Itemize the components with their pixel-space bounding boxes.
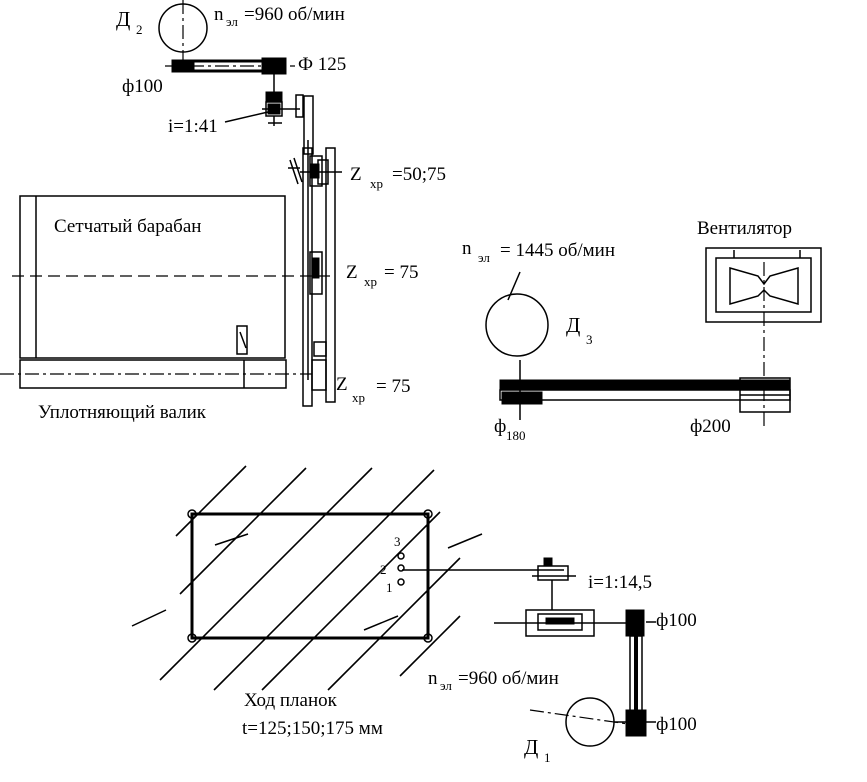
- motor-d2-speed-value: =960 об/мин: [244, 4, 345, 25]
- chain-1-value: =50;75: [392, 164, 446, 185]
- belt-drive-d1: ф100 ф100: [626, 610, 697, 736]
- chain-2-sub: хр: [364, 274, 377, 289]
- motor-d3-assembly: n эл = 1445 об/мин Д 3: [462, 238, 615, 356]
- motor-d1-speed: n: [428, 668, 438, 689]
- motor-d1-assembly: n эл =960 об/мин Д 1: [428, 668, 628, 765]
- compacting-roller: Уплотняющий валик: [0, 360, 312, 423]
- frame-number-2: 2: [380, 562, 387, 577]
- motor-d2-label-sub: 2: [136, 22, 143, 37]
- chain-2-z: Z: [346, 262, 358, 283]
- gear-ratio-bottom-label: i=1:14,5: [588, 572, 652, 593]
- pulley-d3-small-sub: 180: [506, 428, 526, 443]
- stroke-label: Ход планок: [244, 690, 338, 711]
- motor-d1-speed-value: =960 об/мин: [458, 668, 559, 689]
- pulley-d2-large-label: Ф 125: [298, 54, 346, 75]
- mesh-drum: Сетчатый барабан: [12, 196, 330, 358]
- motor-d3-label-sub: 3: [586, 332, 593, 347]
- motor-d1-speed-sub: эл: [440, 678, 452, 693]
- pulley-d1-bottom-label: ф100: [656, 714, 697, 735]
- frame-number-1: 1: [386, 580, 393, 595]
- pulley-d3-small: ф: [494, 416, 506, 437]
- pulley-d1-top-label: ф100: [656, 610, 697, 631]
- worm-gear-top: i=1:41: [168, 92, 303, 137]
- chain-1-z: Z: [350, 164, 362, 185]
- fan: Вентилятор: [697, 218, 821, 428]
- roller-label: Уплотняющий валик: [38, 402, 207, 423]
- chain-2-value: = 75: [384, 262, 418, 283]
- stroke-values: t=125;150;175 мм: [242, 718, 383, 739]
- slat-frame: 3 2 1 Ход планок t=125;150;175 мм: [132, 466, 564, 739]
- gear-ratio-top-label: i=1:41: [168, 116, 218, 137]
- motor-d3: [486, 294, 548, 356]
- motor-d1: [566, 698, 614, 746]
- motor-d1-label-sub: 1: [544, 750, 551, 765]
- chain-drive-vertical: Z хр =50;75 Z хр = 75 Z хр = 75: [288, 96, 446, 406]
- pulley-fan-label: ф200: [690, 416, 731, 437]
- motor-d3-speed-sub: эл: [478, 250, 490, 265]
- motor-d1-label: Д: [524, 735, 538, 759]
- belt-drive-d2: ф100 Ф 125: [122, 54, 346, 97]
- chain-3-sub: хр: [352, 390, 365, 405]
- pulley-d2-small-label: ф100: [122, 76, 163, 97]
- motor-d3-label: Д: [566, 313, 580, 337]
- fan-label: Вентилятор: [697, 218, 792, 239]
- motor-d2-speed: n: [214, 4, 224, 25]
- motor-d2-speed-sub: эл: [226, 14, 238, 29]
- chain-3-value: = 75: [376, 376, 410, 397]
- belt-drive-fan: ф 180 ф200: [494, 360, 790, 443]
- drum-label: Сетчатый барабан: [54, 216, 201, 237]
- frame-number-3: 3: [394, 534, 401, 549]
- chain-1-sub: хр: [370, 176, 383, 191]
- motor-d3-speed: n: [462, 238, 472, 259]
- motor-d2-label: Д: [116, 7, 130, 31]
- motor-d3-speed-value: = 1445 об/мин: [500, 240, 615, 261]
- chain-3-z: Z: [336, 374, 348, 395]
